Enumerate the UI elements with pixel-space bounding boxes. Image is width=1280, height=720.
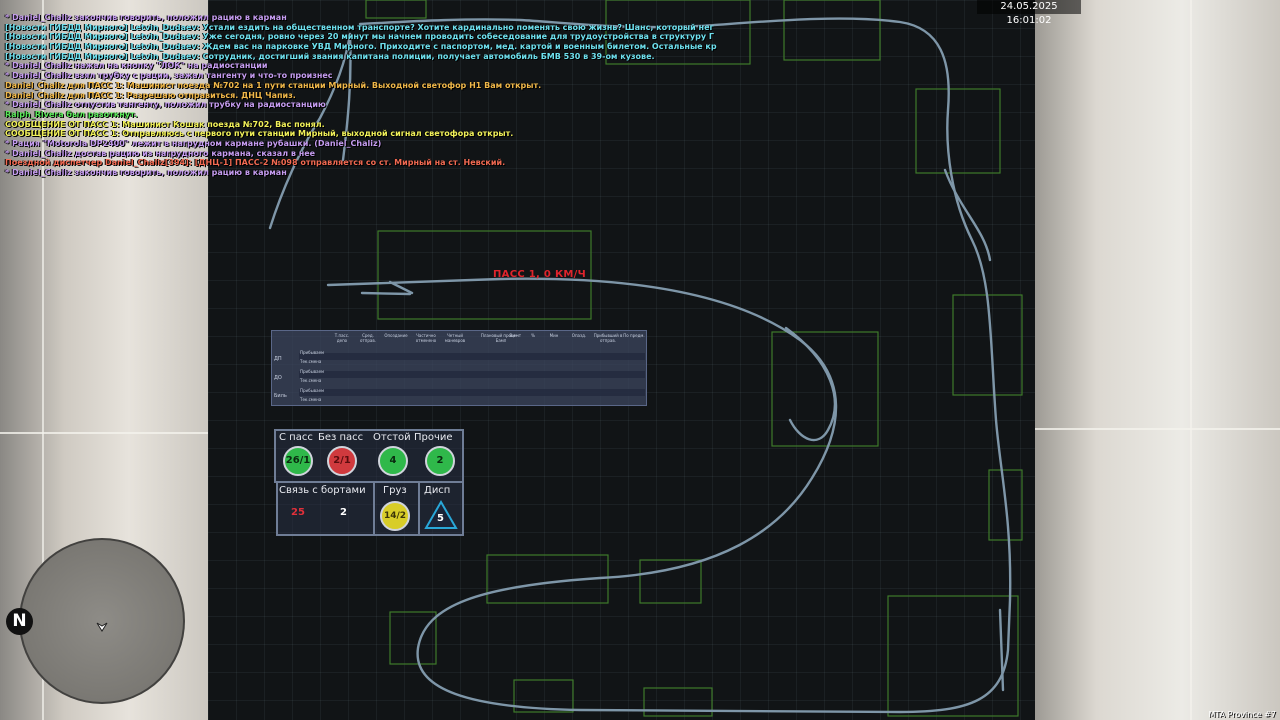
chat-line: Daniel_Chaliz для ПАСС 1: Машинист поезд… [5, 80, 542, 90]
chat-line: СООБЩЕНИЕ ОТ ПАСС 1: Отправляюсь с перво… [5, 129, 514, 139]
status-circle-with-passengers: 26/1 [283, 446, 313, 476]
schedule-row-sub: Прибываем [300, 350, 325, 355]
schedule-row-sub: Прибываем [300, 369, 325, 374]
cargo-label: Груз [383, 485, 407, 496]
status-circle-without-passengers: 2/1 [327, 446, 357, 476]
status-label-with-passengers: С пасс [279, 432, 313, 443]
chat-line: * Daniel_Chaliz отпустив тангенту, полож… [5, 100, 326, 110]
comm-red-value: 25 [291, 507, 305, 518]
schedule-row-label: ДО [274, 375, 282, 381]
schedule-header-cell: Четный маневров [444, 333, 466, 343]
schedule-row-sub: Прибываем [300, 388, 325, 393]
siding-track [998, 608, 1005, 692]
status-circle-siding: 4 [378, 446, 408, 476]
siding-track [388, 280, 414, 295]
chat-line: [Новости ГИБДД Мирного] Letvin_Dudaev: С… [5, 51, 655, 61]
siding-track [784, 326, 836, 442]
chat-line: Daniel_Chaliz для ПАСС 1: Разрешаю отпра… [5, 90, 296, 100]
schedule-header-cell: Опоздание [384, 333, 408, 338]
schedule-header-cell: Опазд. [571, 333, 587, 338]
chat-line: [Новости ГИБДД Мирного] Letvin_Dudaev: У… [5, 32, 714, 42]
station-zone [365, 0, 427, 19]
station-zone [643, 687, 713, 717]
schedule-row-sub: Тек.смена [300, 378, 322, 383]
chat-line: * Daniel_Chaliz закончив говорить, полож… [5, 13, 287, 22]
chat-line: * Daniel_Chaliz закончив говорить, полож… [5, 168, 287, 177]
dispatcher-panel: Дисп 5 [418, 481, 464, 536]
status-label-other: Прочие [414, 432, 453, 443]
wall-tile-seam [1190, 0, 1192, 720]
station-zone [513, 679, 574, 713]
chat-line: Ralph_Rivera был разоткнут. [5, 109, 138, 119]
chat-log: * Daniel_Chaliz закончив говорить, полож… [5, 13, 717, 178]
cargo-panel: Груз 14/2 [373, 481, 420, 536]
schedule-header-cell: Частично отменено [415, 333, 437, 343]
schedule-header-cell: Сред. отправ. [359, 333, 376, 343]
station-zone [389, 611, 437, 665]
chat-line: * Рация "Motorola DP2400" лежит в нагруд… [5, 138, 382, 148]
chat-line: * Daniel_Chaliz нажал на кнопку "ЛОК" на… [5, 61, 268, 71]
schedule-table: Т.пасс. депо Сред. отправ. Опоздание Час… [271, 330, 647, 406]
train-label: ПАСС 1, 0 КМ/Ч [493, 269, 587, 280]
schedule-header-cell: Т.пасс. депо [334, 333, 350, 343]
station-zone [915, 88, 1001, 174]
chat-line: * Daniel_Chaliz взял трубку с рации, заж… [5, 71, 333, 81]
branch-track [268, 32, 352, 230]
wall-tile-seam [42, 0, 44, 720]
status-circle-other: 2 [425, 446, 455, 476]
schedule-header-cell: Вм+ [509, 333, 519, 338]
player-arrow-icon [96, 622, 108, 632]
schedule-row-stripe [299, 353, 645, 360]
wall-tile-seam [0, 432, 215, 434]
wall-tile-seam [1035, 428, 1280, 430]
station-zone [605, 0, 751, 65]
chat-line: * Daniel_Chaliz достав рацию из нагрудно… [5, 148, 316, 158]
station-zone [887, 595, 1019, 717]
station-zones [365, 0, 1023, 717]
comm-panel: Связь с бортами 25 2 [276, 481, 375, 536]
datetime-display: 24.05.2025 16:01:02 [977, 0, 1081, 26]
chat-line: [Новости ГИБДД Мирного] Letvin_Dudaev: Ж… [5, 42, 717, 52]
station-zone [639, 559, 702, 604]
status-label-without-passengers: Без пасс [318, 432, 364, 443]
station-zone [988, 469, 1023, 541]
cargo-circle: 14/2 [380, 501, 410, 531]
chat-line: Поездной диспетчер Daniel_Chaliz[394]: [… [5, 158, 506, 168]
station-zone [771, 331, 879, 447]
station-zone [486, 554, 609, 604]
schedule-row-label: ДП [274, 356, 282, 362]
schedule-header-cell: Плановый процент Бамп [480, 333, 522, 343]
siding-track [943, 168, 992, 262]
schedule-header: Т.пасс. депо Сред. отправ. Опоздание Час… [272, 331, 646, 347]
north-indicator-icon: N [6, 608, 33, 635]
schedule-row-sub: Тек.смена [300, 359, 322, 364]
schedule-row-stripe [299, 389, 645, 396]
schedule-header-cell: По предм. [623, 333, 645, 338]
schedule-header-cell: Прибывший в отправ. [593, 333, 623, 343]
station-zone [783, 0, 881, 61]
schedule-header-cell: % [531, 333, 535, 338]
wall-right [1035, 0, 1280, 720]
siding-track [360, 291, 412, 296]
dispatcher-label: Дисп [424, 485, 451, 496]
status-label-siding: Отстой [373, 432, 411, 443]
branch-track [341, 32, 352, 162]
schedule-row-sub: Тек.смена [300, 397, 322, 402]
track-lines [268, 17, 1012, 714]
station-zone [377, 230, 592, 320]
chat-line: СООБЩЕНИЕ ОТ ПАСС 1: Машинист Кошак поез… [5, 119, 325, 129]
main-track-loop [326, 17, 1012, 714]
dispatcher-value: 5 [437, 513, 444, 524]
schedule-header-cell: Мин [549, 333, 559, 338]
train-status-panel: С пасс Без пасс Отстой Прочие 26/1 2/1 4… [274, 429, 464, 483]
chat-line: [Новости ГИБДД Мирного] Letvin_Dudaev: У… [5, 22, 714, 32]
schedule-row-label: Биль [274, 393, 287, 399]
comm-white-value: 2 [340, 507, 347, 518]
warning-triangle-icon [424, 500, 458, 529]
comm-label: Связь с бортами [279, 485, 366, 496]
schedule-row-stripe [299, 371, 645, 378]
server-watermark: MTA Province #7 [1208, 710, 1276, 719]
